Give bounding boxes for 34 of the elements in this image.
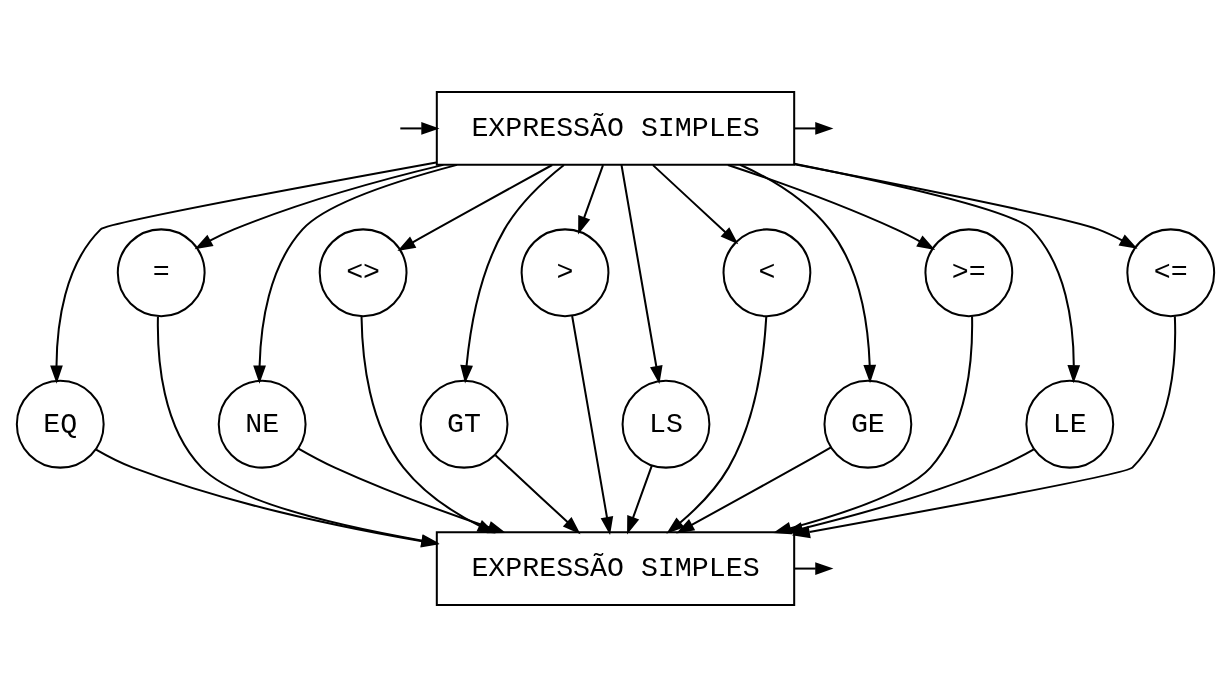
arrow [400,121,440,135]
node-circle: <= [1126,227,1216,317]
node-circle: >= [924,227,1014,317]
node-circle: EQ [15,379,105,469]
node-circle: > [520,227,610,317]
arrow [50,161,437,384]
node-circle: LS [621,379,711,469]
arrow [794,162,1081,383]
arrow [253,163,458,384]
arrow [156,316,440,547]
arrow [194,163,444,249]
arrow [794,561,834,575]
arrow [494,454,581,534]
arrow [460,163,565,383]
arrow [652,163,739,244]
arrow [627,464,653,534]
arrow [578,164,604,234]
arrow [397,163,553,251]
node-circle: GE [823,379,913,469]
arrow [739,163,877,383]
arrow [794,162,1138,249]
node-circle: LE [1025,379,1115,469]
arrow [794,121,834,135]
arrow [666,316,768,534]
node-circle: GT [419,379,509,469]
node-box: EXPRESSÃO SIMPLES [435,530,796,606]
arrow [571,315,614,535]
arrow [727,163,936,250]
arrow [620,164,663,384]
node-circle: = [116,227,206,317]
arrow [95,448,440,547]
node-circle: <> [318,227,408,317]
node-circle: NE [217,379,307,469]
node-box: EXPRESSÃO SIMPLES [435,90,796,166]
